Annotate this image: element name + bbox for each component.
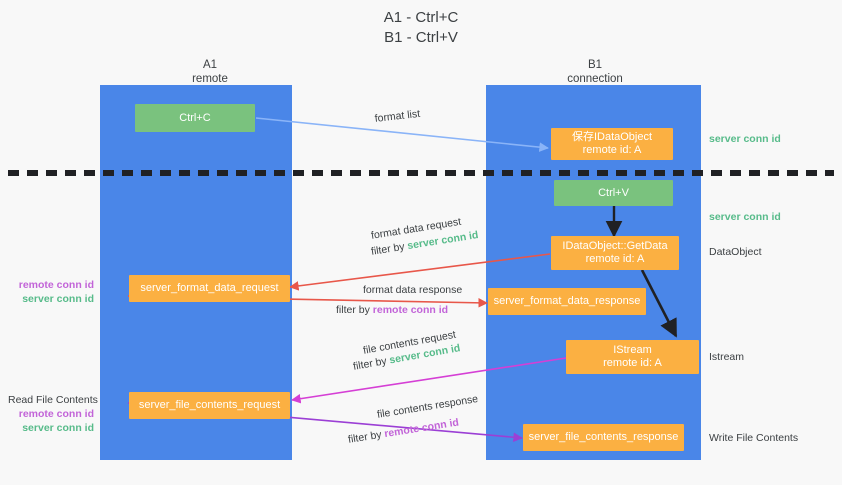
node-save-idataobject[interactable]: 保存IDataObject remote id: A <box>551 128 673 160</box>
edge-label-format-list: format list <box>374 107 421 125</box>
node-ctrl-v[interactable]: Ctrl+V <box>554 180 673 206</box>
filter-prefix: filter by <box>347 428 386 446</box>
node-istream-line2: remote id: A <box>603 357 662 369</box>
node-server-format-data-response[interactable]: server_format_data_response <box>488 288 646 315</box>
column-header-a1: A1 remote <box>120 58 300 86</box>
filter-key-remote-conn-id: remote conn id <box>383 416 460 441</box>
node-server-format-data-request[interactable]: server_format_data_request <box>129 275 290 302</box>
column-b1-role: connection <box>567 73 623 85</box>
node-ctrl-c[interactable]: Ctrl+C <box>135 104 255 132</box>
filter-prefix: filter by <box>336 304 373 316</box>
column-a1-name: A1 <box>202 59 218 71</box>
right-label-istream: Istream <box>709 351 745 363</box>
left-label-read-file-contents: Read File Contents <box>8 394 98 406</box>
left-label-format-server: server conn id <box>22 293 94 305</box>
right-label-server-conn-id-top: server conn id <box>709 133 781 145</box>
node-server-format-data-response-label: server_format_data_response <box>493 295 641 307</box>
edge-label-file-contents-response-filter: filter by remote conn id <box>347 415 460 446</box>
node-ctrl-c-label: Ctrl+C <box>179 111 211 124</box>
node-istream[interactable]: IStream remote id: A <box>566 340 699 374</box>
node-getdata-line2: remote id: A <box>585 253 645 265</box>
node-save-idataobject-line1: 保存IDataObject <box>571 131 653 143</box>
edge-label-format-data-response-filter: filter by remote conn id <box>336 303 448 317</box>
filter-key-remote-conn-id: remote conn id <box>372 304 449 316</box>
column-b1-name: B1 <box>587 59 603 71</box>
left-label-file-contents-group: Read File Contents remote conn id server… <box>8 393 98 435</box>
edge-label-file-contents-response-line1: file contents response <box>376 393 479 421</box>
right-label-write-file-contents: Write File Contents <box>709 432 799 444</box>
column-header-b1: B1 connection <box>505 58 685 86</box>
left-label-format-remote: remote conn id <box>18 279 94 291</box>
left-label-file-remote: remote conn id <box>18 408 94 420</box>
edge-label-format-data-response-line1: format data response <box>363 284 463 296</box>
filter-prefix: filter by <box>370 240 409 258</box>
page-title: A1 - Ctrl+C B1 - Ctrl+V <box>0 8 842 48</box>
title-line-1: A1 - Ctrl+C <box>383 9 459 26</box>
node-getdata[interactable]: IDataObject::GetData remote id: A <box>551 236 679 270</box>
left-label-file-server: server conn id <box>22 422 94 434</box>
node-ctrl-v-label: Ctrl+V <box>598 186 629 199</box>
node-server-format-data-request-label: server_format_data_request <box>140 282 279 294</box>
right-label-server-conn-id-mid: server conn id <box>709 211 781 223</box>
node-server-file-contents-request-label: server_file_contents_request <box>138 399 281 411</box>
title-line-2: B1 - Ctrl+V <box>384 29 458 46</box>
filter-prefix: filter by <box>352 354 391 373</box>
node-server-file-contents-response[interactable]: server_file_contents_response <box>523 424 684 451</box>
node-server-file-contents-request[interactable]: server_file_contents_request <box>129 392 290 419</box>
node-server-file-contents-response-label: server_file_contents_response <box>528 431 679 443</box>
node-save-idataobject-line2: remote id: A <box>582 144 642 156</box>
right-label-dataobject: DataObject <box>709 246 762 258</box>
left-label-format-conn-ids: remote conn id server conn id <box>8 278 94 306</box>
node-istream-line1: IStream <box>613 344 652 356</box>
column-a1-role: remote <box>192 73 228 85</box>
node-getdata-line1: IDataObject::GetData <box>562 240 668 252</box>
